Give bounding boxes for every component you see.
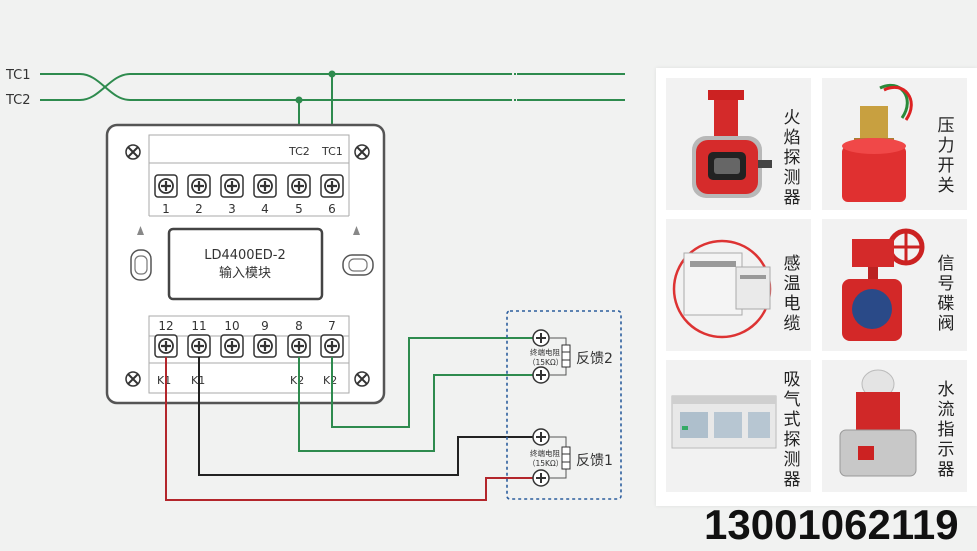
device-card-butterfly-valve: 信号碟阀 <box>822 219 967 351</box>
tc1-bus-label: TC1 <box>5 68 31 83</box>
terminal-number: 6 <box>328 202 336 216</box>
terminal-screw-icon <box>253 334 277 358</box>
resistor-label: 终端电阻 <box>530 448 560 458</box>
water-flow-indicator-icon <box>839 369 917 477</box>
resistor-value: （15KΩ） <box>528 459 563 468</box>
resistor-icon <box>561 344 571 368</box>
terminal-screw-icon <box>220 174 244 198</box>
tc2-terminal-label: TC2 <box>288 145 310 158</box>
signal-butterfly-valve-icon <box>842 228 925 341</box>
feedback-1-label: 反馈1 <box>576 453 613 469</box>
terminal-screw-icon <box>320 174 344 198</box>
terminal-number: 3 <box>228 202 236 216</box>
top-terminal-row: 1 2 3 4 5 6 <box>154 174 344 216</box>
device-card-heat-cable: 感温电缆 <box>666 219 811 351</box>
k2-label: K2 <box>290 374 304 387</box>
device-card-aspirating: 吸气式探测器 <box>666 360 811 492</box>
terminal-screw-icon <box>532 428 550 446</box>
resistor-value: （15KΩ） <box>528 358 563 367</box>
terminal-screw-icon <box>287 174 311 198</box>
flame-detector-icon <box>692 90 772 198</box>
phone-number: 13001062119 <box>704 501 959 548</box>
terminal-number: 12 <box>158 319 173 333</box>
device-name: 火焰探测器 <box>783 108 801 208</box>
terminal-number: 7 <box>328 319 336 333</box>
terminal-screw-icon <box>532 329 550 347</box>
bottom-number-strip <box>148 315 350 337</box>
corner-screw-icon <box>354 144 370 160</box>
pressure-switch-icon <box>842 83 913 202</box>
feedback-2-group: 终端电阻 （15KΩ） 反馈2 <box>528 329 613 384</box>
terminal-number: 8 <box>295 319 303 333</box>
corner-screw-icon <box>125 371 141 387</box>
device-panel: 火焰探测器 压力开关 感温电缆 信号碟阀 <box>656 68 977 506</box>
corner-screw-icon <box>354 371 370 387</box>
device-card-water-flow: 水流指示器 <box>822 360 967 492</box>
device-name: 压力开关 <box>937 116 955 196</box>
feedback-1-group: 终端电阻 （15KΩ） 反馈1 <box>528 428 613 487</box>
terminal-number: 1 <box>162 202 170 216</box>
device-name: 感温电缆 <box>783 254 801 334</box>
terminal-screw-icon <box>220 334 244 358</box>
terminal-number: 9 <box>261 319 269 333</box>
terminal-number: 4 <box>261 202 269 216</box>
resistor-icon <box>561 446 571 470</box>
terminal-number: 10 <box>224 319 239 333</box>
tc2-junction <box>295 96 303 104</box>
top-label-strip <box>148 134 350 164</box>
module-model: LD4400ED-2 <box>204 248 286 263</box>
bottom-label-strip <box>148 362 350 394</box>
device-name: 信号碟阀 <box>937 254 955 334</box>
feedback-2-label: 反馈2 <box>576 351 613 367</box>
module-name: 输入模块 <box>219 265 271 281</box>
corner-screw-icon <box>125 144 141 160</box>
terminal-screw-icon <box>154 334 178 358</box>
tc2-bus-label: TC2 <box>5 93 31 108</box>
k2-label: K2 <box>323 374 337 387</box>
device-name: 水流指示器 <box>937 380 955 480</box>
feedback-device-box <box>506 310 622 500</box>
terminal-screw-icon <box>154 174 178 198</box>
tc1-terminal-label: TC1 <box>321 145 343 158</box>
device-name: 吸气式探测器 <box>783 370 801 490</box>
device-card-flame: 火焰探测器 <box>666 78 811 210</box>
module-label-box <box>167 227 324 301</box>
terminal-screw-icon <box>253 174 277 198</box>
aspirating-detector-icon <box>671 395 777 449</box>
right-mounting-slot-icon <box>342 254 374 276</box>
k1-label: K1 <box>157 374 171 387</box>
tc1-junction <box>328 70 336 78</box>
device-card-pressure-switch: 压力开关 <box>822 78 967 210</box>
terminal-screw-icon <box>187 174 211 198</box>
resistor-label: 终端电阻 <box>530 347 560 357</box>
heat-sensing-cable-icon <box>672 239 772 339</box>
terminal-number: 11 <box>191 319 206 333</box>
terminal-screw-icon <box>287 334 311 358</box>
terminal-number: 5 <box>295 202 303 216</box>
terminal-screw-icon <box>187 334 211 358</box>
terminal-screw-icon <box>532 366 550 384</box>
terminal-screw-icon <box>320 334 344 358</box>
right-arrow-icon <box>353 226 360 235</box>
terminal-screw-icon <box>532 469 550 487</box>
feedback-wires <box>165 337 541 501</box>
left-arrow-icon <box>137 226 144 235</box>
terminal-number: 2 <box>195 202 203 216</box>
left-mounting-slot-icon <box>130 249 152 281</box>
